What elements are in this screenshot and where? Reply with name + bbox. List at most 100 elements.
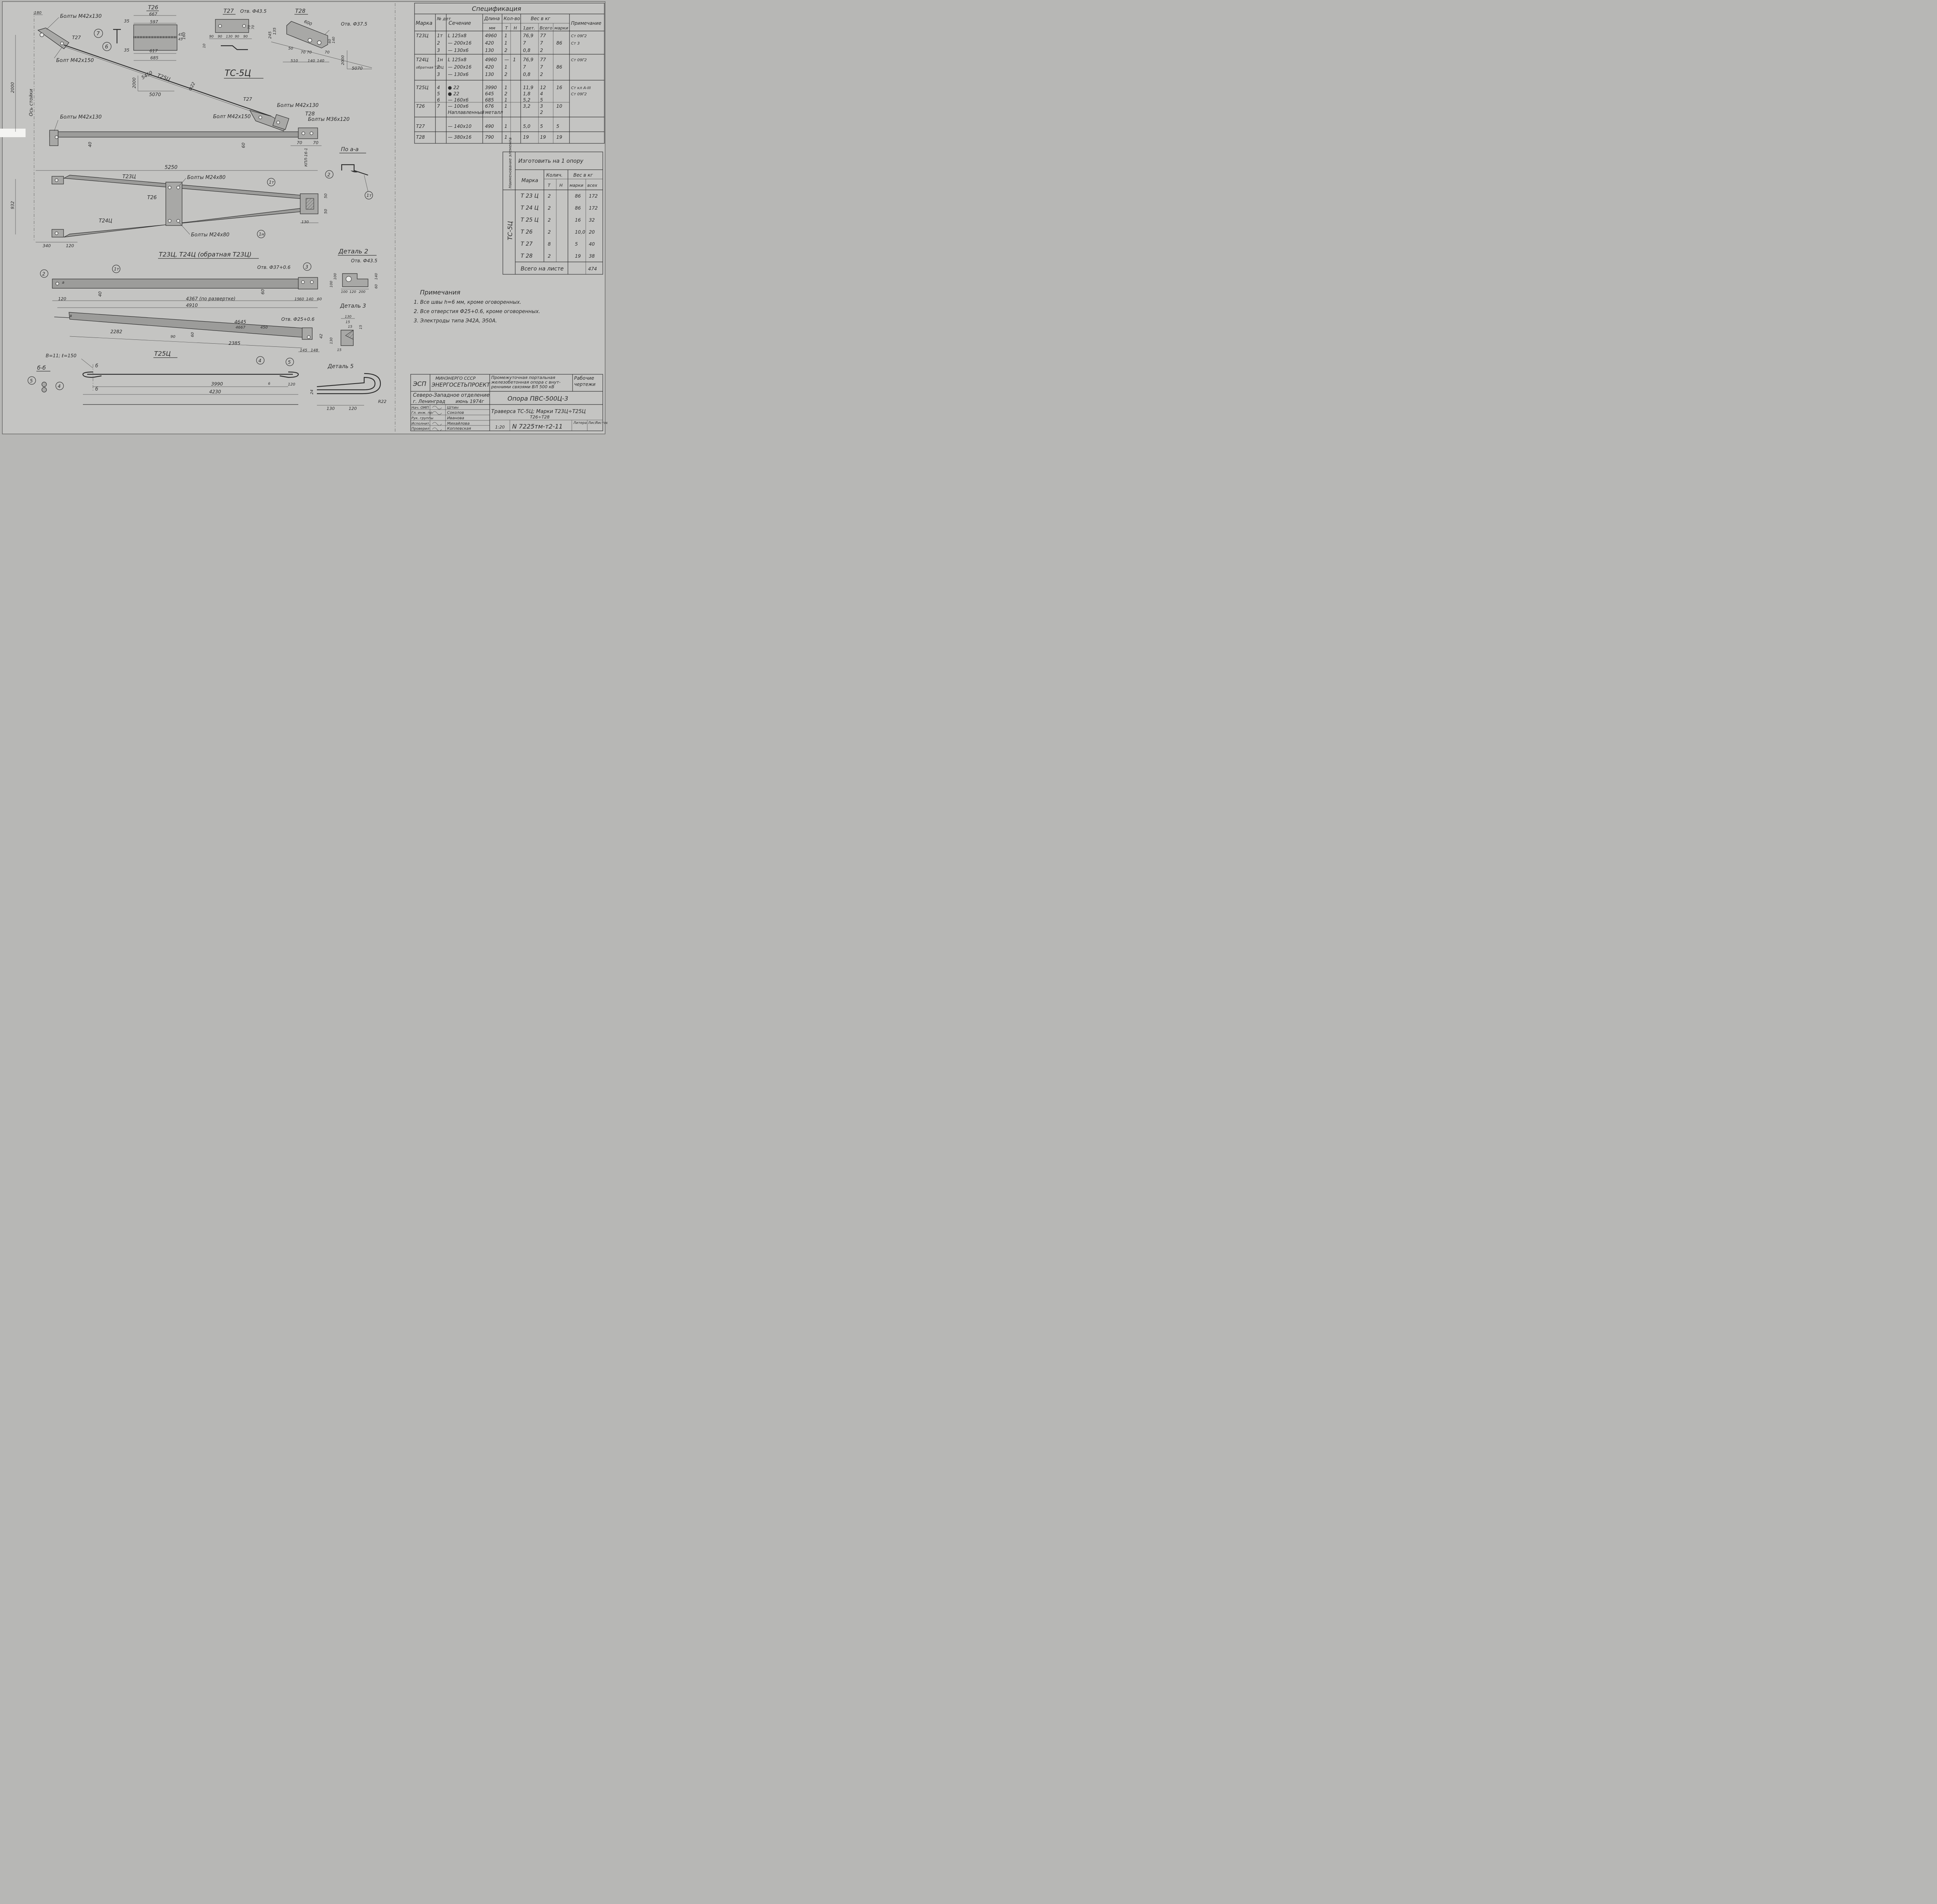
spec-cell: 4960 [485,33,497,38]
callout-2-aa [325,170,334,179]
spec-cell: Ст кл А-III [571,86,591,90]
paper [2,1,606,434]
dim-145: 145 [300,348,307,353]
drawing-title: ТС-5Ц [225,69,251,78]
spec-cell: 3990 [485,85,497,90]
dim-120-rod: 120 [288,382,295,387]
bolt-hole [307,335,311,339]
t27-hole-label: Отв. Ф43.5 [240,9,267,14]
spec-header-wall: Всего [540,26,552,31]
dim-4230: 4230 [209,389,221,394]
dim-45b: 45 [178,38,183,41]
rod-section-bottom [41,387,47,393]
diagonal-rod-t25 [64,44,272,117]
spec-cell: 1 [504,33,507,38]
dim-15d: 15 [337,348,342,352]
specification-table: Спецификация Марка № дет Сечение Длина м… [414,3,605,144]
order-cell: 86 [575,205,581,211]
dim-60: 60 [328,39,332,43]
section-mark-b-top: б [95,363,98,368]
callout-4-section [55,382,64,390]
view-t28: Т28 Отв. Ф37.5 600 245 135 50 60 140 70 … [268,8,372,71]
spec-cell: обратная Т23Ц [416,66,444,70]
spec-cell: 0,8 [523,72,530,77]
spec-cell: 3,2 [523,103,530,109]
view-t26: Т26 667 597 35 45 45 160 35 617 685 7 6 [94,5,186,61]
spec-cell: 5 [540,97,543,103]
spec-cell: — 100х6 [448,103,469,109]
stamp-name-2: Соколов [447,411,464,415]
order-cell: Т 26 [521,229,533,235]
stamp-role-5: Проверил [411,427,429,431]
rod-section-top [41,382,47,387]
dim-135: 135 [273,28,277,35]
dim-5070-t28: 5070 [352,66,363,71]
weld-spec-label: В=11; ℓ=150 [46,353,77,358]
callout-6-label: 6 [105,44,108,50]
bolt-hole [40,33,44,37]
callout-7-label: 7 [96,31,100,37]
spec-cell: 2 [504,72,507,77]
order-cell: 32 [589,217,595,223]
bolts-right-label: Болты М42х130 [277,103,318,108]
spec-cell: 1т [437,33,443,38]
bolt-hole [301,131,305,135]
dim-2282: 2282 [110,329,122,334]
dim-10: 10 [203,43,206,48]
spec-cell: 10 [556,103,563,109]
dim-4645: 4645 [234,319,246,325]
spec-cell: Т24Ц [416,57,428,62]
dim-100c: 100 [341,290,347,294]
dim-130: 130 [345,315,351,319]
spec-cell: 0,8 [523,48,530,53]
main-elevation: ТС-5Ц Ось стойки 2000 180 Болты М42х130 … [10,11,349,240]
note-3: 3. Электроды типа Э42А, Э50А. [414,318,497,324]
stamp-project-2: железобетонная опора с внут- [491,380,561,385]
spec-cell: 6 [437,97,440,103]
spec-cell: 1 [504,97,507,103]
stamp-project-3: ренними связями ВЛ 500 кВ [491,384,554,389]
spec-cell: L 125х8 [448,33,467,38]
spec-cell: Ст 09Г2 [571,92,587,96]
dim-5250: 5250 [165,165,177,170]
dim-245: 245 [268,31,272,39]
order-header-n: Н [559,183,563,188]
spec-header-t: Т [505,26,508,31]
spec-cell: 5 [540,124,543,129]
dim-340: 340 [43,243,51,248]
t23-plan-label: Т23Ц [122,174,136,180]
order-header-weight: Вес в кг [573,172,593,178]
spec-cell: 1 [504,64,507,70]
stamp-litera: Литера [573,421,587,425]
spec-cell: 5,0 [523,124,530,129]
spec-header-mark: Марка [416,21,432,26]
spec-cell: 676 [485,103,494,109]
bolts-m36-label: Болты М36х120 [308,117,349,122]
bolt-hole [258,115,262,119]
dim-40: 40 [98,291,103,297]
detail-2: Деталь 2 Отв. Ф43.5 100 100 100 120 200 … [330,248,378,294]
order-header-wm: марки [569,183,583,188]
order-cell: 2 [548,217,551,223]
dim-685: 685 [150,55,158,60]
spec-header-mm: мм [489,26,495,31]
spec-cell: 12 [540,85,546,90]
dim-130v: 130 [330,337,334,344]
t25-view-label: Т25Ц [154,350,171,357]
spec-cell: 1 [504,40,507,46]
dim-70b: 70 [307,50,312,55]
spec-cell: 3 [437,48,440,53]
dim-6: 6 [268,382,270,386]
spec-header-length: Длина [484,16,500,21]
bolt-hole [301,280,305,284]
dim-130: 130 [301,220,309,224]
order-cell: 2 [548,193,551,199]
dim-15: 15 [294,297,299,301]
spec-cell: 11,9 [523,85,533,90]
view-t23: Т23Ц, Т24Ц (обратная Т23Ц) Отв. Ф37+0.6 … [40,251,322,308]
spec-header-det: № дет [437,16,451,21]
dim-60b: 60 [299,297,304,301]
dim-24: 24 [310,389,314,394]
bolt-hole [310,280,314,284]
spec-cell: Наплавленный [448,110,485,115]
